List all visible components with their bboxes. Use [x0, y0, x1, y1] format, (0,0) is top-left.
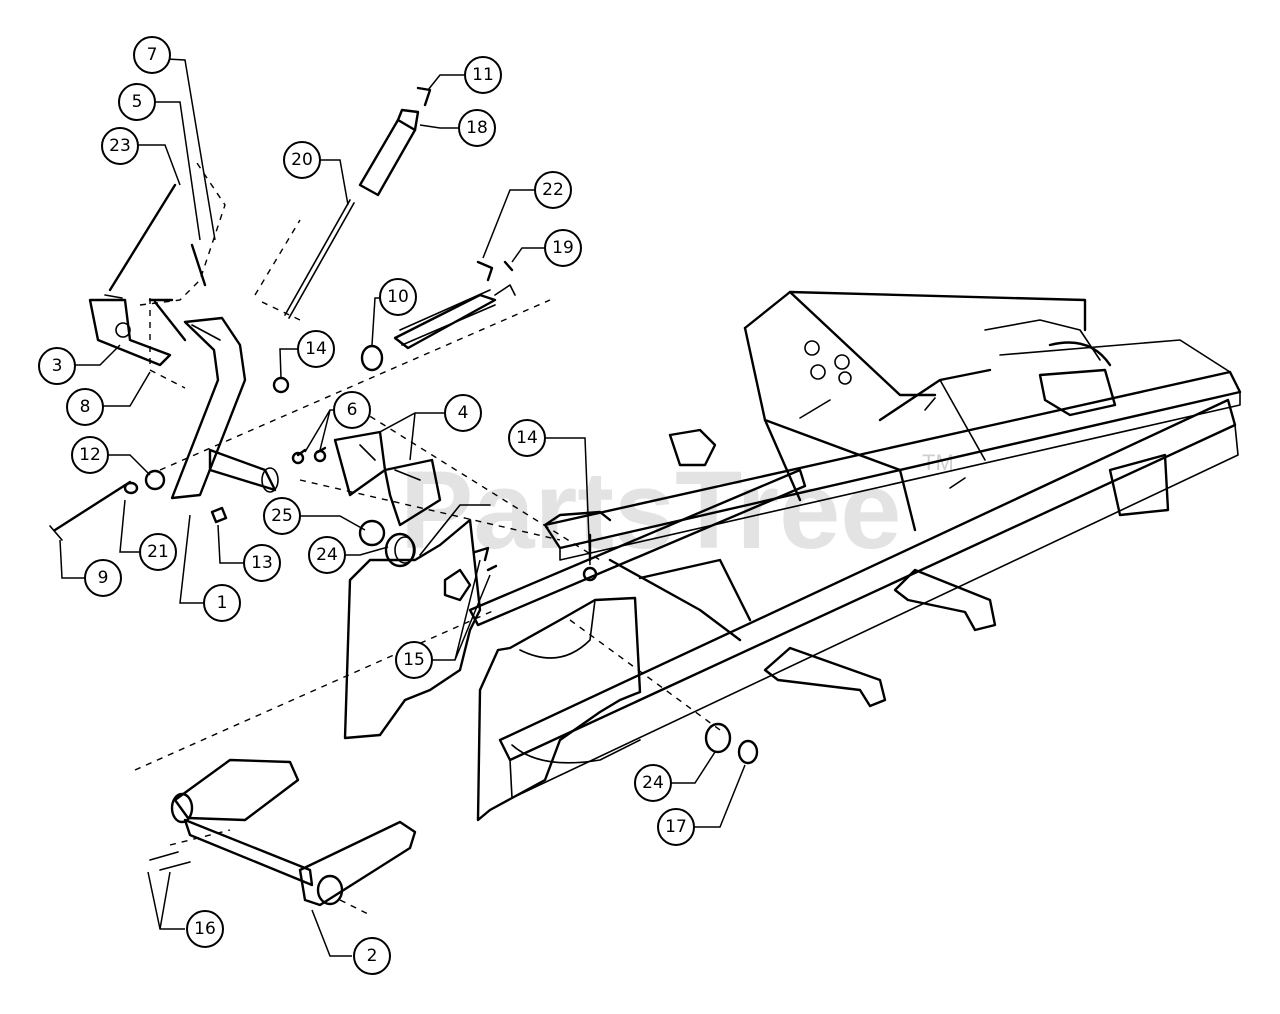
callout-14-upper-label: 14 — [305, 339, 327, 359]
callout-24-lower[interactable]: 24 — [634, 764, 672, 802]
callout-19-label: 19 — [552, 238, 574, 258]
callout-4[interactable]: 4 — [444, 394, 482, 432]
callout-14-lower[interactable]: 14 — [508, 419, 546, 457]
callout-6-label: 6 — [347, 400, 358, 420]
callout-13-label: 13 — [251, 553, 273, 573]
callout-8[interactable]: 8 — [66, 388, 104, 426]
callout-20[interactable]: 20 — [283, 141, 321, 179]
callout-3[interactable]: 3 — [38, 347, 76, 385]
callout-18-label: 18 — [466, 118, 488, 138]
watermark: PartsTree TM — [400, 449, 954, 572]
main-frame — [343, 290, 1242, 822]
callout-24-upper[interactable]: 24 — [308, 536, 346, 574]
lever-assembly — [49, 86, 759, 916]
callout-15[interactable]: 15 — [395, 641, 433, 679]
callout-25[interactable]: 25 — [263, 497, 301, 535]
callout-13[interactable]: 13 — [243, 544, 281, 582]
callouts: 7 5 23 3 8 12 9 21 1 13 11 18 20 22 19 1… — [38, 36, 695, 975]
callout-17[interactable]: 17 — [657, 808, 695, 846]
callout-5[interactable]: 5 — [118, 83, 156, 121]
callout-14-upper[interactable]: 14 — [297, 330, 335, 368]
callout-24-upper-label: 24 — [316, 545, 338, 565]
callout-4-label: 4 — [458, 403, 469, 423]
callout-1-label: 1 — [217, 593, 228, 613]
callout-23[interactable]: 23 — [101, 127, 139, 165]
callout-14-lower-label: 14 — [516, 428, 538, 448]
callout-25-label: 25 — [271, 506, 293, 526]
callout-2[interactable]: 2 — [353, 937, 391, 975]
callout-18[interactable]: 18 — [458, 109, 496, 147]
watermark-brand: PartsTree — [400, 449, 901, 572]
callout-11[interactable]: 11 — [464, 56, 502, 94]
callout-12-label: 12 — [79, 445, 101, 465]
callout-7-label: 7 — [147, 45, 158, 65]
callout-12[interactable]: 12 — [71, 436, 109, 474]
callout-10[interactable]: 10 — [379, 278, 417, 316]
callout-1[interactable]: 1 — [203, 584, 241, 622]
callout-9-label: 9 — [98, 568, 109, 588]
callout-23-label: 23 — [109, 136, 131, 156]
callout-10-label: 10 — [387, 287, 409, 307]
front-axle — [149, 758, 417, 907]
callout-24-lower-label: 24 — [642, 773, 664, 793]
callout-8-label: 8 — [80, 397, 91, 417]
callout-9[interactable]: 9 — [84, 559, 122, 597]
callout-21[interactable]: 21 — [139, 533, 177, 571]
callout-5-label: 5 — [132, 92, 143, 112]
callout-15-label: 15 — [403, 650, 425, 670]
callout-17-label: 17 — [665, 817, 687, 837]
callout-21-label: 21 — [147, 542, 169, 562]
callout-3-label: 3 — [52, 356, 63, 376]
callout-22-label: 22 — [542, 180, 564, 200]
callout-7[interactable]: 7 — [133, 36, 171, 74]
callout-6[interactable]: 6 — [333, 391, 371, 429]
callout-19[interactable]: 19 — [544, 229, 582, 267]
callout-16-label: 16 — [194, 919, 216, 939]
callout-16[interactable]: 16 — [186, 910, 224, 948]
callout-20-label: 20 — [291, 150, 313, 170]
callout-22[interactable]: 22 — [534, 171, 572, 209]
leader-lines — [59, 58, 746, 957]
callout-2-label: 2 — [367, 946, 378, 966]
callout-11-label: 11 — [472, 65, 494, 85]
